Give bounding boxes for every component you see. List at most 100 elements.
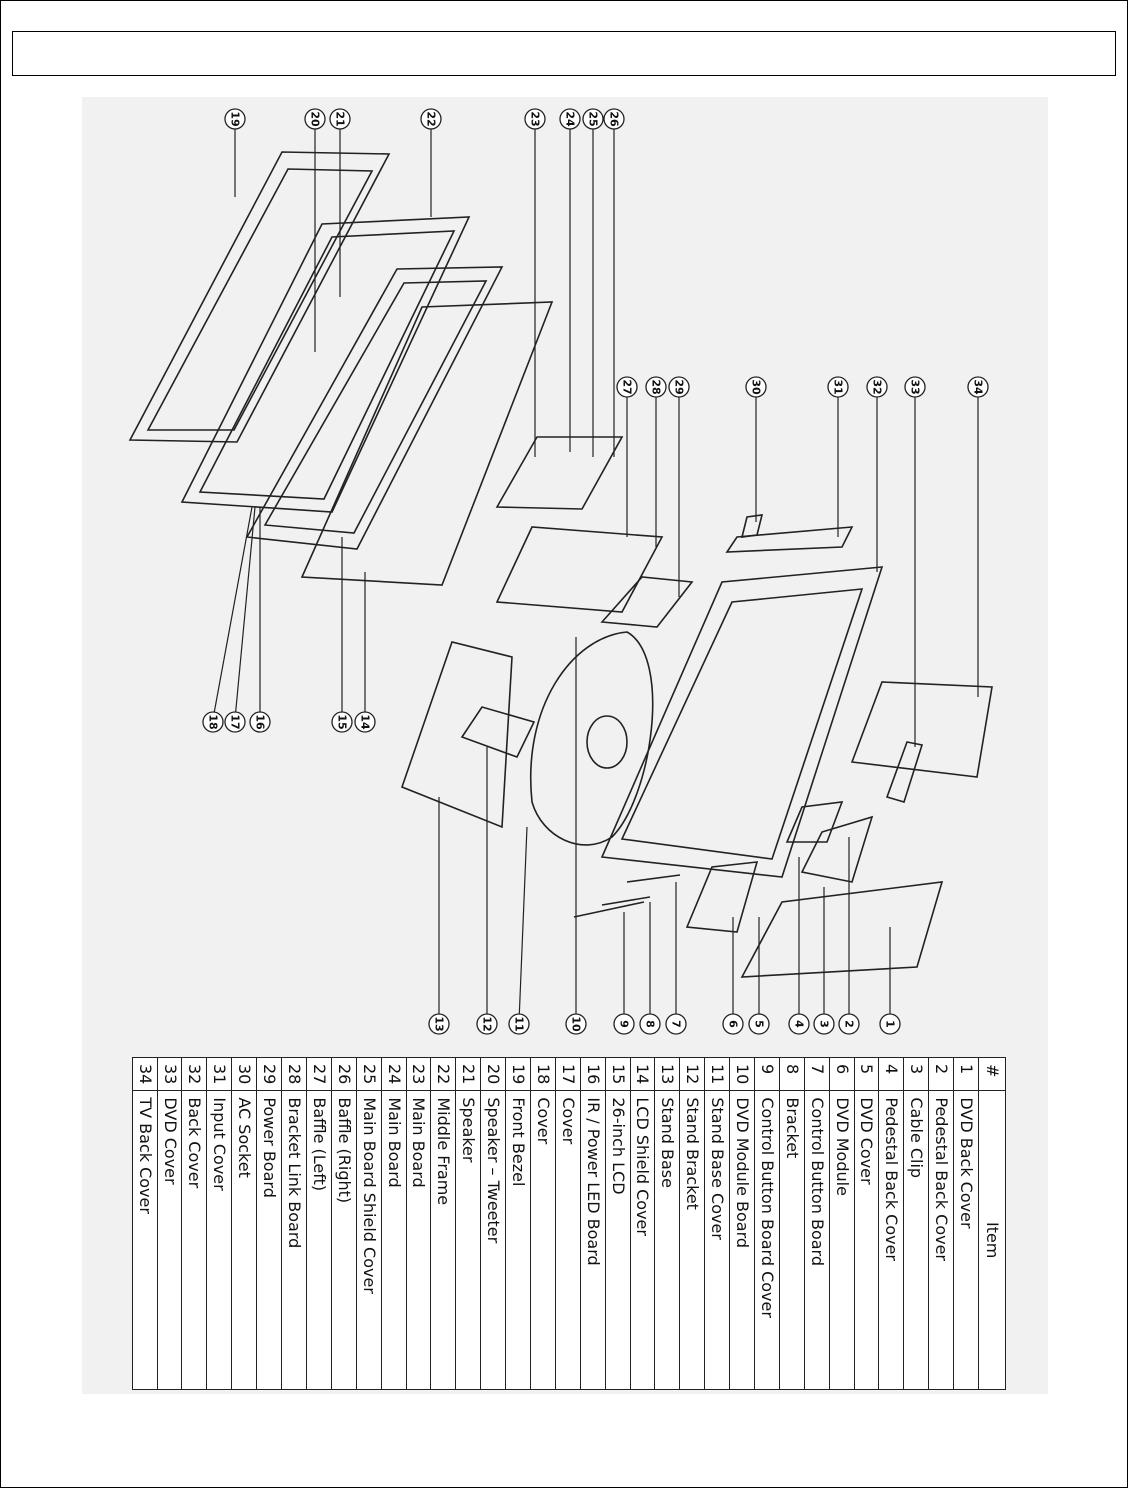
part-name-cell: Baffle (Left) xyxy=(306,1090,332,1390)
callout-12: 12 xyxy=(481,1016,494,1031)
part-name-cell: IR / Power LED Board xyxy=(580,1090,606,1390)
part-name-cell: Main Board xyxy=(381,1090,407,1390)
bracket-link-board-part xyxy=(495,526,664,613)
part-number-cell: 12 xyxy=(679,1057,705,1091)
part-number-cell: 24 xyxy=(381,1057,407,1091)
callout-33: 33 xyxy=(909,379,922,394)
callout-21: 21 xyxy=(334,111,347,126)
part-number-cell: 28 xyxy=(281,1057,307,1091)
stand-bracket-part xyxy=(460,706,536,758)
callout-14: 14 xyxy=(359,714,372,730)
part-number-cell: 8 xyxy=(779,1057,805,1091)
callout-26: 26 xyxy=(608,111,621,127)
callout-18: 18 xyxy=(207,714,220,729)
part-number-cell: 22 xyxy=(430,1057,456,1091)
exploded-view-diagram: 19 20 21 22 23 24 25 26 27 28 29 30 31 3… xyxy=(82,97,1048,1394)
part-number-cell: 11 xyxy=(704,1057,730,1091)
part-name-cell: Middle Frame xyxy=(430,1090,456,1390)
callout-15: 15 xyxy=(336,714,349,729)
callout-19: 19 xyxy=(229,111,242,126)
callout-10: 10 xyxy=(570,1016,583,1032)
part-name-cell: DVD Back Cover xyxy=(953,1090,979,1390)
table-header-row: # Item xyxy=(978,1057,1006,1390)
middle-frame-part xyxy=(180,216,471,513)
callout-23: 23 xyxy=(529,111,542,126)
part-number-cell: 32 xyxy=(182,1057,207,1091)
part-number-cell: 3 xyxy=(903,1057,929,1091)
callout-31: 31 xyxy=(832,379,845,394)
tv-back-cover-part xyxy=(850,681,993,778)
part-number-cell: 34 xyxy=(132,1057,158,1091)
callout-22: 22 xyxy=(425,111,438,126)
header-item: Item xyxy=(978,1090,1006,1390)
callout-20: 20 xyxy=(309,111,322,127)
part-number-cell: 4 xyxy=(878,1057,904,1091)
part-name-cell: Power Board xyxy=(256,1090,282,1390)
part-name-cell: Main Board Shield Cover xyxy=(356,1090,382,1390)
part-name-cell: DVD Module xyxy=(829,1090,855,1390)
callout-11: 11 xyxy=(513,1016,526,1031)
part-number-cell: 20 xyxy=(480,1057,506,1091)
part-number-cell: 19 xyxy=(505,1057,531,1091)
part-name-cell: Stand Base xyxy=(654,1090,680,1390)
part-name-cell: Speaker xyxy=(455,1090,481,1390)
callout-29: 29 xyxy=(673,379,686,394)
callout-5: 5 xyxy=(753,1020,766,1028)
exploded-view-drawing xyxy=(128,151,993,978)
callout-9: 9 xyxy=(618,1020,631,1028)
callout-17: 17 xyxy=(229,714,242,729)
back-cover-part xyxy=(600,566,884,878)
part-number-cell: 29 xyxy=(256,1057,282,1091)
part-number-cell: 5 xyxy=(854,1057,879,1091)
part-name-cell: Cover xyxy=(530,1090,556,1390)
part-name-cell: LCD Shield Cover xyxy=(630,1090,655,1390)
lcd-shield-part xyxy=(300,301,554,586)
part-name-cell: Control Button Board xyxy=(804,1090,830,1390)
part-name-cell: TV Back Cover xyxy=(132,1090,158,1390)
part-number-cell: 23 xyxy=(406,1057,431,1091)
callout-34: 34 xyxy=(972,379,985,395)
part-name-cell: Stand Base Cover xyxy=(704,1090,730,1390)
part-number-cell: 15 xyxy=(605,1057,631,1091)
main-board-part xyxy=(495,436,624,510)
part-number-cell: 18 xyxy=(530,1057,556,1091)
part-name-cell: 26-inch LCD xyxy=(605,1090,631,1390)
callout-24: 24 xyxy=(564,111,577,127)
part-name-cell: Input Cover xyxy=(206,1090,232,1390)
part-name-cell: DVD Cover xyxy=(157,1090,182,1390)
part-number-cell: 33 xyxy=(157,1057,182,1091)
callout-13: 13 xyxy=(433,1016,446,1031)
callout-layer: 19 20 21 22 23 24 25 26 27 28 29 30 31 3… xyxy=(202,108,989,1035)
part-number-cell: 1 xyxy=(953,1057,979,1091)
part-name-cell: Front Bezel xyxy=(505,1090,531,1390)
lcd-panel-part xyxy=(245,266,504,550)
callout-7: 7 xyxy=(670,1020,683,1028)
stand-base-cover-part xyxy=(530,631,654,846)
part-name-cell: DVD Module Board xyxy=(729,1090,755,1390)
callout-1: 1 xyxy=(884,1020,897,1028)
part-number-cell: 27 xyxy=(306,1057,332,1091)
callout-28: 28 xyxy=(650,379,663,394)
